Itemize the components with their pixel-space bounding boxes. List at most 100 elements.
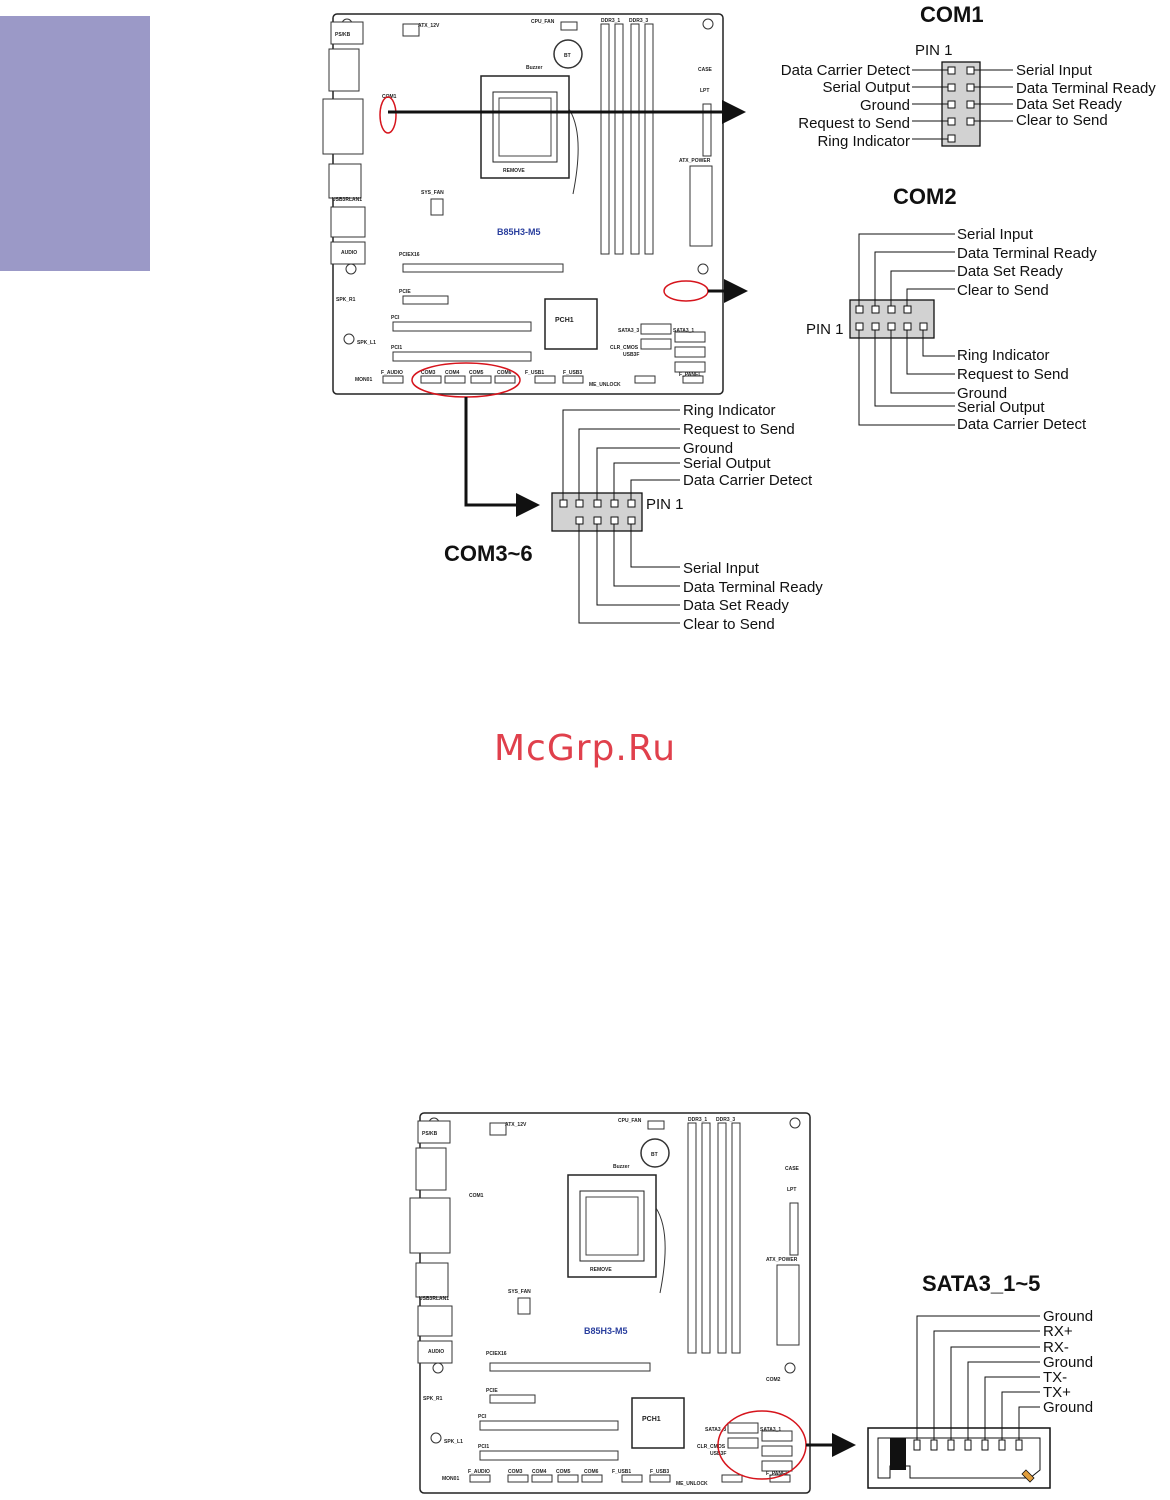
svg-text:RX-: RX- bbox=[1043, 1339, 1069, 1356]
svg-text:Serial Input: Serial Input bbox=[957, 226, 1034, 243]
svg-text:BT: BT bbox=[651, 1152, 658, 1158]
svg-text:PS/KB: PS/KB bbox=[335, 32, 351, 38]
svg-text:REMOVE: REMOVE bbox=[590, 1267, 612, 1273]
com1-title: COM1 bbox=[920, 2, 984, 27]
svg-text:Ring Indicator: Ring Indicator bbox=[817, 133, 910, 150]
svg-text:Request to Send: Request to Send bbox=[683, 421, 795, 438]
svg-text:B85H3-M5: B85H3-M5 bbox=[584, 1326, 628, 1336]
svg-text:ATX_12V: ATX_12V bbox=[418, 23, 440, 29]
svg-text:PCIE: PCIE bbox=[399, 289, 411, 295]
svg-text:Ground: Ground bbox=[1043, 1399, 1093, 1416]
svg-text:COM5: COM5 bbox=[469, 370, 484, 376]
com2-title: COM2 bbox=[893, 184, 957, 209]
svg-text:LPT: LPT bbox=[700, 88, 709, 94]
svg-text:DDR3_1: DDR3_1 bbox=[688, 1117, 707, 1123]
com1-pin1-label: PIN 1 bbox=[915, 42, 953, 59]
svg-text:SYS_FAN: SYS_FAN bbox=[421, 190, 444, 196]
svg-text:SATA3_1: SATA3_1 bbox=[760, 1427, 781, 1433]
svg-text:Ring Indicator: Ring Indicator bbox=[957, 347, 1050, 364]
svg-text:PCIEX16: PCIEX16 bbox=[486, 1351, 507, 1357]
svg-text:ATX_POWER: ATX_POWER bbox=[679, 158, 711, 164]
svg-text:Ground: Ground bbox=[683, 440, 733, 457]
svg-text:PCIEX16: PCIEX16 bbox=[399, 252, 420, 258]
svg-text:Data Terminal Ready: Data Terminal Ready bbox=[683, 579, 823, 596]
com1-pinout: COM1 PIN 1 Data Carrier Detect Serial Ou… bbox=[781, 2, 1157, 150]
svg-text:DDR3_3: DDR3_3 bbox=[629, 18, 648, 24]
svg-text:SYS_FAN: SYS_FAN bbox=[508, 1289, 531, 1295]
svg-text:F_AUDIO: F_AUDIO bbox=[468, 1469, 490, 1475]
svg-text:Data Set Ready: Data Set Ready bbox=[683, 597, 789, 614]
svg-text:USB3F: USB3F bbox=[710, 1451, 726, 1457]
svg-text:ATX_12V: ATX_12V bbox=[505, 1122, 527, 1128]
svg-text:Clear to Send: Clear to Send bbox=[957, 282, 1049, 299]
svg-text:B85H3-M5: B85H3-M5 bbox=[497, 227, 541, 237]
svg-text:AUDIO: AUDIO bbox=[341, 250, 357, 256]
svg-text:ATX_POWER: ATX_POWER bbox=[766, 1257, 798, 1263]
svg-text:SATA3_3: SATA3_3 bbox=[705, 1427, 726, 1433]
svg-text:Clear to Send: Clear to Send bbox=[1016, 112, 1108, 129]
svg-text:Data Set Ready: Data Set Ready bbox=[957, 263, 1063, 280]
svg-text:CASE: CASE bbox=[698, 67, 713, 73]
svg-text:Buzzer: Buzzer bbox=[526, 65, 542, 71]
svg-text:CPU_FAN: CPU_FAN bbox=[531, 19, 555, 25]
svg-text:Ground: Ground bbox=[860, 97, 910, 114]
page-tab-marker bbox=[0, 16, 150, 271]
svg-text:SATA3_1: SATA3_1 bbox=[673, 328, 694, 334]
com3-6-pinout: COM3~6 PIN 1 Ring Indicator Request to S… bbox=[444, 402, 823, 633]
motherboard-top: PS/KB ATX_12V CPU_FAN BT Buzzer DDR3_1 D… bbox=[322, 13, 724, 395]
svg-text:COM4: COM4 bbox=[532, 1469, 547, 1475]
svg-text:RX+: RX+ bbox=[1043, 1323, 1073, 1340]
svg-text:COM3: COM3 bbox=[508, 1469, 523, 1475]
svg-text:SATA3_3: SATA3_3 bbox=[618, 328, 639, 334]
svg-text:USB3F: USB3F bbox=[623, 352, 639, 358]
svg-text:COM5: COM5 bbox=[556, 1469, 571, 1475]
sata-pinout: SATA3_1~5 Ground RX+ RX- Ground TX- TX+ … bbox=[867, 1271, 1093, 1489]
svg-text:COM3: COM3 bbox=[421, 370, 436, 376]
svg-text:REMOVE: REMOVE bbox=[503, 168, 525, 174]
svg-text:MON01: MON01 bbox=[442, 1476, 459, 1482]
svg-text:F_USB1: F_USB1 bbox=[525, 370, 544, 376]
svg-text:LPT: LPT bbox=[787, 1187, 796, 1193]
com2-pin1-label: PIN 1 bbox=[806, 321, 844, 338]
svg-text:SPK_L1: SPK_L1 bbox=[444, 1439, 463, 1445]
svg-text:Data Carrier Detect: Data Carrier Detect bbox=[683, 472, 813, 489]
svg-text:USB3RLAN1: USB3RLAN1 bbox=[332, 197, 362, 203]
svg-text:PCIE: PCIE bbox=[486, 1388, 498, 1394]
com3-6-arrow bbox=[464, 397, 540, 517]
watermark: McGrp.Ru bbox=[493, 728, 677, 769]
svg-text:Data Carrier Detect: Data Carrier Detect bbox=[781, 62, 911, 79]
svg-text:DDR3_1: DDR3_1 bbox=[601, 18, 620, 24]
com2-pinout: COM2 PIN 1 Serial Input Data Terminal Re… bbox=[806, 184, 1097, 433]
svg-text:Ring Indicator: Ring Indicator bbox=[683, 402, 776, 419]
svg-text:TX-: TX- bbox=[1043, 1369, 1067, 1386]
svg-text:Serial Output: Serial Output bbox=[957, 399, 1045, 416]
svg-text:Serial Output: Serial Output bbox=[822, 79, 910, 96]
svg-text:CPU_FAN: CPU_FAN bbox=[618, 1118, 642, 1124]
svg-text:CLR_CMOS: CLR_CMOS bbox=[610, 345, 639, 351]
svg-text:COM6: COM6 bbox=[584, 1469, 599, 1475]
svg-text:Ground: Ground bbox=[1043, 1308, 1093, 1325]
com3-6-title: COM3~6 bbox=[444, 541, 533, 566]
svg-text:PCI1: PCI1 bbox=[478, 1444, 489, 1450]
svg-text:Data Set Ready: Data Set Ready bbox=[1016, 96, 1122, 113]
svg-text:Serial Input: Serial Input bbox=[1016, 62, 1093, 79]
com1-highlight bbox=[379, 96, 397, 134]
svg-text:Data Terminal Ready: Data Terminal Ready bbox=[957, 245, 1097, 262]
svg-text:PCI: PCI bbox=[478, 1414, 487, 1420]
svg-text:Ground: Ground bbox=[957, 385, 1007, 402]
svg-text:Buzzer: Buzzer bbox=[613, 1164, 629, 1170]
svg-text:F_USB1: F_USB1 bbox=[612, 1469, 631, 1475]
svg-text:Request to Send: Request to Send bbox=[798, 115, 910, 132]
svg-text:COM6: COM6 bbox=[497, 370, 512, 376]
svg-text:SPK_R1: SPK_R1 bbox=[423, 1396, 443, 1402]
svg-text:CASE: CASE bbox=[785, 1166, 800, 1172]
svg-text:USB3RLAN1: USB3RLAN1 bbox=[419, 1296, 449, 1302]
com3-6-pin1-label: PIN 1 bbox=[646, 496, 684, 513]
svg-text:PS/KB: PS/KB bbox=[422, 1131, 438, 1137]
svg-text:SPK_R1: SPK_R1 bbox=[336, 297, 356, 303]
svg-text:COM1: COM1 bbox=[469, 1193, 484, 1199]
svg-text:PCH1: PCH1 bbox=[642, 1416, 661, 1423]
svg-text:AUDIO: AUDIO bbox=[428, 1349, 444, 1355]
svg-text:F_USB3: F_USB3 bbox=[650, 1469, 669, 1475]
